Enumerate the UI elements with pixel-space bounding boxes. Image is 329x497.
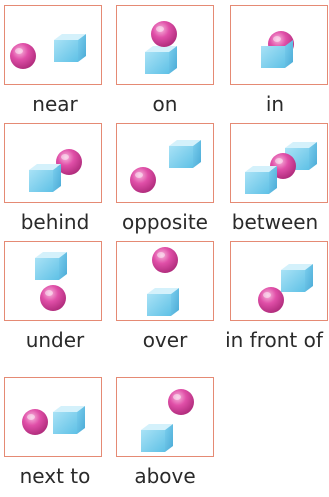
card-in: in: [220, 0, 329, 124]
word-label: in: [220, 92, 329, 116]
word-label: over: [110, 328, 220, 352]
in-front-of-illustration: [231, 242, 326, 319]
cube: [54, 34, 86, 62]
sphere: [10, 43, 36, 69]
word-label: in front of: [214, 328, 329, 352]
word-label: on: [110, 92, 220, 116]
card-on: on: [110, 0, 220, 124]
picture-frame: [116, 123, 214, 203]
cube: [169, 140, 201, 168]
picture-frame: [4, 123, 102, 203]
card-in-front-of: in front of: [220, 236, 329, 360]
card-near: near: [0, 0, 110, 124]
cube: [245, 166, 277, 194]
cube: [53, 406, 85, 434]
word-label: near: [0, 92, 110, 116]
sphere: [152, 247, 178, 273]
in-illustration: [231, 6, 326, 83]
over-illustration: [117, 242, 212, 319]
card-between: between: [220, 118, 329, 242]
word-label: opposite: [110, 210, 220, 234]
next-to-illustration: [5, 378, 100, 455]
above-illustration: [117, 378, 212, 455]
sphere: [258, 287, 284, 313]
sphere: [40, 285, 66, 311]
word-label: above: [110, 464, 220, 488]
cube: [35, 252, 67, 280]
sphere: [151, 21, 177, 47]
card-over: over: [110, 236, 220, 360]
cube: [29, 164, 61, 192]
word-label: between: [220, 210, 329, 234]
card-under: under: [0, 236, 110, 360]
cube: [145, 46, 177, 74]
card-opposite: opposite: [110, 118, 220, 242]
card-above: above: [110, 372, 220, 496]
picture-frame: [230, 123, 328, 203]
picture-frame: [116, 241, 214, 321]
picture-frame: [230, 5, 328, 85]
on-illustration: [117, 6, 212, 83]
picture-frame: [116, 5, 214, 85]
picture-frame: [4, 5, 102, 85]
cube: [141, 424, 173, 452]
cube: [147, 288, 179, 316]
word-label: next to: [0, 464, 110, 488]
sphere: [130, 167, 156, 193]
under-illustration: [5, 242, 100, 319]
word-label: behind: [0, 210, 110, 234]
picture-frame: [4, 377, 102, 457]
sphere: [168, 389, 194, 415]
between-illustration: [231, 124, 326, 201]
behind-illustration: [5, 124, 100, 201]
sphere: [22, 409, 48, 435]
picture-frame: [230, 241, 328, 321]
opposite-illustration: [117, 124, 212, 201]
picture-frame: [116, 377, 214, 457]
near-illustration: [5, 6, 100, 83]
card-behind: behind: [0, 118, 110, 242]
picture-frame: [4, 241, 102, 321]
word-label: under: [0, 328, 110, 352]
card-next-to: next to: [0, 372, 110, 496]
cube: [281, 264, 313, 292]
